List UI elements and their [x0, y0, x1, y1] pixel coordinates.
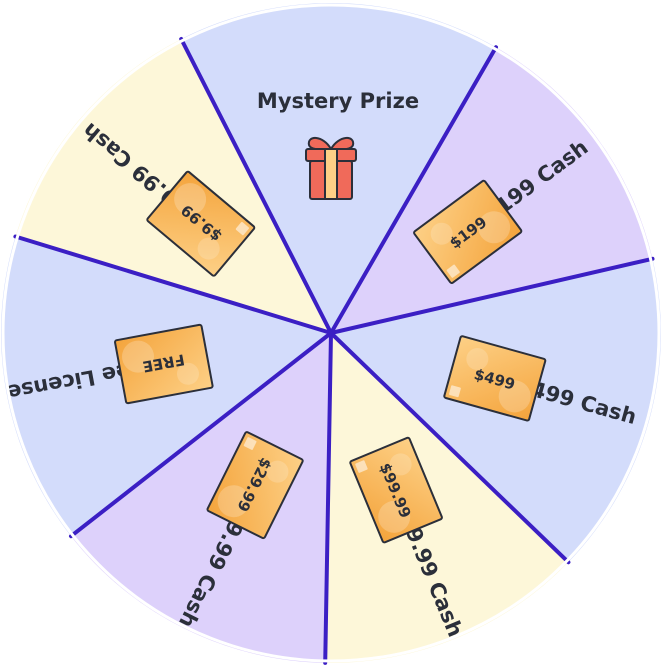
coin-watermark-icon [378, 500, 411, 533]
gift-card: $29.99 [206, 431, 304, 540]
segment-divider [323, 331, 333, 665]
card-corner-icon [235, 221, 250, 236]
card-corner-icon [355, 460, 368, 473]
gift-card: $9.99 [146, 170, 256, 277]
segment-divider [13, 234, 333, 335]
coin-watermark-icon [478, 211, 511, 244]
coin-watermark-icon [498, 380, 531, 413]
segment-divider [329, 331, 571, 565]
wheel-rim [1, 3, 661, 663]
card-corner-icon [243, 437, 257, 450]
coin-watermark-icon [174, 183, 207, 216]
coin-watermark-icon [217, 485, 250, 518]
wheel-dividers [13, 37, 655, 665]
gift-card: $99.99 [349, 436, 443, 544]
segment-divider [179, 37, 333, 335]
segment-29-99-cash [71, 333, 331, 663]
coin-watermark-icon [122, 340, 155, 373]
gift-card: $499 [443, 335, 547, 422]
segment-divider [329, 45, 498, 335]
card-corner-icon [446, 264, 460, 278]
segment-99-99-cash [325, 333, 569, 663]
gift-card: FREE [114, 323, 214, 405]
prize-mystery-prize: Mystery Prize [257, 89, 419, 200]
card-corner-icon [449, 385, 461, 398]
segment-label: Mystery Prize [257, 89, 419, 113]
segment-divider [69, 331, 333, 539]
gift-box-icon [305, 137, 357, 200]
segment-divider [329, 256, 655, 335]
gift-card: $199 [413, 179, 523, 284]
